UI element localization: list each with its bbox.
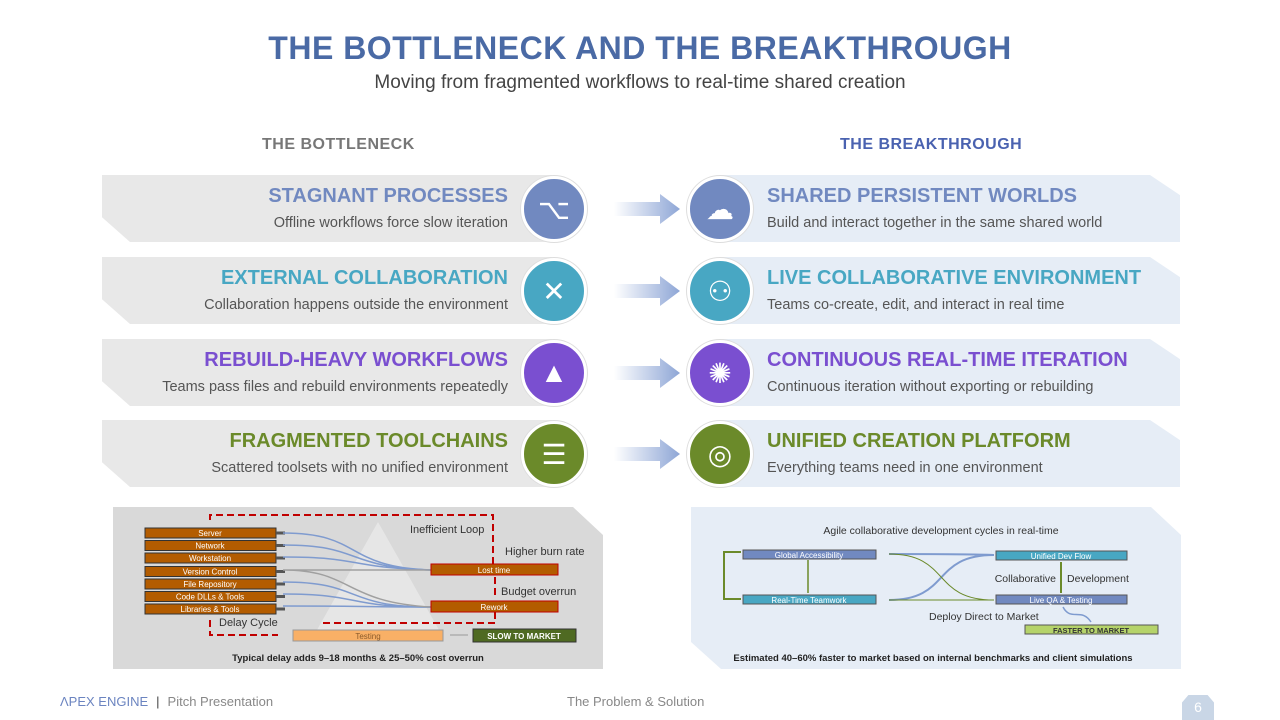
page-subtitle: Moving from fragmented workflows to real…: [374, 72, 906, 93]
testing-box: Testing: [355, 632, 380, 641]
breakthrough-row: [720, 175, 1180, 242]
traffic-cone-icon: ▲: [521, 340, 587, 406]
delay-cycle-label: Delay Cycle: [219, 617, 278, 629]
global-accessibility-box: Global Accessibility: [775, 551, 843, 560]
bottleneck-heading: THE BOTTLENECK: [262, 136, 415, 153]
breakthrough-desc: Everything teams need in one environment: [767, 460, 1043, 476]
arrow-right-icon: [614, 358, 680, 388]
deploy-label: Deploy Direct to Market: [929, 611, 1039, 623]
real-time-teamwork-box: Real-Time Teamwork: [771, 596, 847, 605]
breakthrough-caption: Estimated 40–60% faster to market based …: [733, 653, 1132, 664]
bottleneck-title: FRAGMENTED TOOLCHAINS: [229, 430, 508, 452]
breakthrough-title: LIVE COLLABORATIVE ENVIRONMENT: [767, 267, 1142, 289]
bottleneck-title: EXTERNAL COLLABORATION: [220, 267, 508, 289]
rework-box: Rework: [480, 603, 508, 612]
faster-to-market-box: FASTER TO MARKET: [1053, 626, 1130, 635]
footer-separator: |: [156, 694, 160, 709]
bottleneck-caption: Typical delay adds 9–18 months & 25–50% …: [232, 653, 484, 664]
live-qa-box: Live QA & Testing: [1030, 596, 1093, 605]
deck-name: Pitch Presentation: [167, 694, 274, 709]
bottleneck-desc: Teams pass files and rebuild environment…: [162, 379, 508, 395]
slow-to-market-box: SLOW TO MARKET: [487, 632, 561, 641]
globe-hands-icon: ◎: [687, 421, 753, 487]
open-box-icon: ✺: [687, 340, 753, 406]
bottleneck-title: STAGNANT PROCESSES: [268, 185, 508, 207]
source-label: Network: [195, 542, 225, 551]
bottleneck-desc: Offline workflows force slow iteration: [273, 215, 508, 231]
breakthrough-row: [720, 257, 1180, 324]
bottleneck-desc: Scattered toolsets with no unified envir…: [211, 460, 508, 476]
source-label: File Repository: [183, 580, 236, 589]
brand-logo: ΛPEX ENGINE: [60, 694, 149, 709]
budget-overrun-label: Budget overrun: [501, 586, 576, 598]
unified-dev-flow-box: Unified Dev Flow: [1031, 552, 1092, 561]
development-label: Development: [1067, 573, 1129, 585]
agile-heading: Agile collaborative development cycles i…: [823, 525, 1058, 537]
breakthrough-row: [720, 420, 1180, 487]
breakthrough-title: UNIFIED CREATION PLATFORM: [767, 430, 1071, 452]
source-label: Version Control: [183, 568, 238, 577]
network-people-icon: ⚇: [687, 258, 753, 324]
list-icon: ☰: [521, 421, 587, 487]
breakthrough-desc: Build and interact together in the same …: [767, 215, 1103, 231]
bottleneck-row: [102, 420, 552, 487]
arrow-right-icon: [614, 276, 680, 306]
collaborative-label: Collaborative: [995, 573, 1056, 585]
arrow-right-icon: [614, 439, 680, 469]
footer-left: ΛPEX ENGINE | Pitch Presentation: [60, 694, 273, 709]
source-label: Workstation: [189, 554, 231, 563]
breakthrough-diagram: Agile collaborative development cycles i…: [691, 507, 1181, 669]
source-label: Libraries & Tools: [181, 605, 240, 614]
breakthrough-title: CONTINUOUS REAL-TIME ITERATION: [767, 349, 1128, 371]
breakthrough-heading: THE BREAKTHROUGH: [840, 136, 1023, 153]
cloud-monitor-icon: ☁: [687, 176, 753, 242]
burn-rate-label: Higher burn rate: [505, 546, 585, 558]
breakthrough-desc: Continuous iteration without exporting o…: [767, 379, 1094, 395]
section-name: The Problem & Solution: [567, 694, 705, 709]
page-number: 6: [1182, 695, 1214, 720]
source-label: Server: [198, 529, 222, 538]
breakthrough-desc: Teams co-create, edit, and interact in r…: [767, 297, 1065, 313]
lost-time-box: Lost time: [478, 566, 511, 575]
arrow-right-icon: [614, 194, 680, 224]
flowchart-icon: ⌥: [521, 176, 587, 242]
bottleneck-desc: Collaboration happens outside the enviro…: [204, 297, 508, 313]
team-tasks-icon: ✕: [521, 258, 587, 324]
bottleneck-row: [102, 175, 552, 242]
bottleneck-row: [102, 339, 552, 406]
inefficient-loop-label: Inefficient Loop: [410, 524, 484, 536]
page-title: THE BOTTLENECK AND THE BREAKTHROUGH: [268, 30, 1012, 66]
breakthrough-row: [720, 339, 1180, 406]
source-label: Code DLLs & Tools: [176, 593, 244, 602]
bottleneck-row: [102, 257, 552, 324]
bottleneck-title: REBUILD-HEAVY WORKFLOWS: [204, 349, 508, 371]
breakthrough-title: SHARED PERSISTENT WORLDS: [767, 185, 1078, 207]
